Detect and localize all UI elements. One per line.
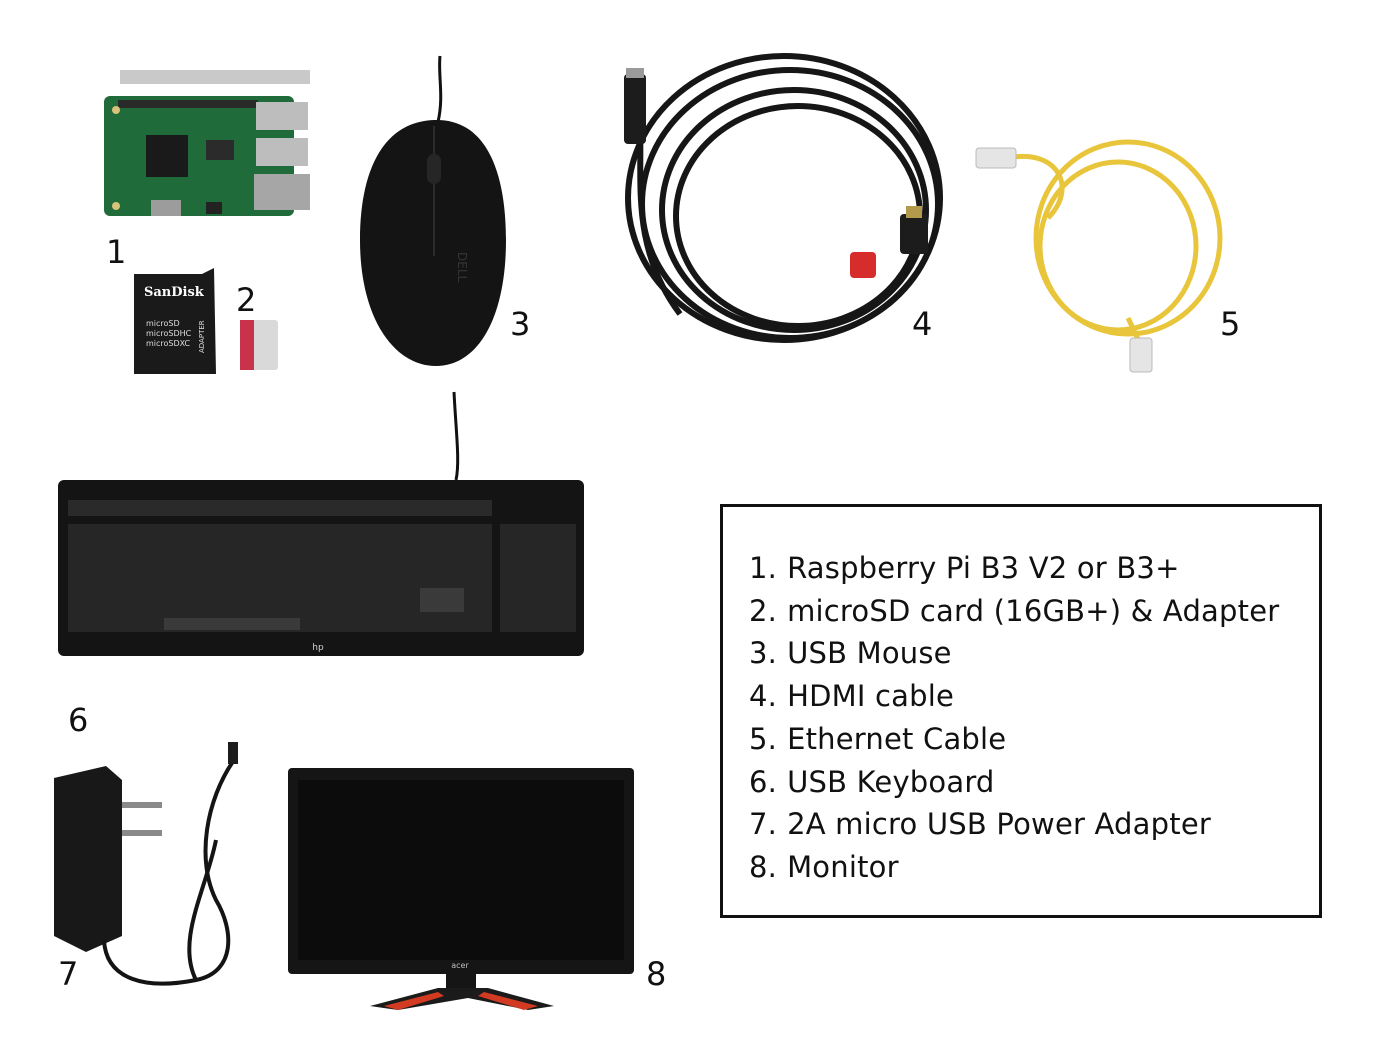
item-number-4: 4 [912, 305, 933, 343]
legend-item-monitor: 8.Monitor [749, 849, 899, 884]
legend-item-power-adapter: 7.2A micro USB Power Adapter [749, 807, 1211, 842]
sd-brand-text: SanDisk [144, 285, 205, 300]
legend-item-ethernet-cable: 5.Ethernet Cable [749, 721, 1007, 756]
usb-mouse-image: DELL [354, 55, 514, 370]
power-adapter-image [46, 740, 256, 990]
legend-item-usb-keyboard: 6.USB Keyboard [749, 764, 995, 799]
legend-list: 1.Raspberry Pi B3 V2 or B3+ 2.microSD ca… [723, 507, 1319, 889]
item-number-5: 5 [1220, 305, 1241, 343]
mouse-brand-text: DELL [455, 252, 469, 283]
hdmi-cable-image [600, 34, 960, 374]
item-number-6: 6 [68, 701, 89, 739]
item-number-3: 3 [510, 305, 531, 343]
item-number-7: 7 [58, 955, 79, 993]
svg-text:microSDHC: microSDHC [146, 329, 192, 338]
raspberry-pi-image [96, 40, 336, 230]
monitor-image: acer [288, 766, 636, 1016]
monitor-brand-text: acer [451, 961, 469, 970]
svg-text:microSD: microSD [146, 319, 180, 328]
item-number-2: 2 [236, 281, 257, 319]
item-number-1: 1 [106, 233, 127, 271]
svg-text:microSDXC: microSDXC [146, 339, 191, 348]
microsd-card-image: SanDisk microSD microSDHC microSDXC ADAP… [134, 268, 304, 378]
legend-item-microsd: 2.microSD card (16GB+) & Adapter [749, 593, 1280, 628]
keyboard-brand-text: hp [312, 643, 324, 653]
legend-item-hdmi-cable: 4.HDMI cable [749, 679, 955, 714]
usb-keyboard-image: hp [56, 391, 586, 664]
legend-box: 1.Raspberry Pi B3 V2 or B3+ 2.microSD ca… [720, 504, 1322, 918]
item-number-8: 8 [646, 955, 667, 993]
legend-item-raspberry-pi: 1.Raspberry Pi B3 V2 or B3+ [749, 551, 1180, 585]
svg-text:ADAPTER: ADAPTER [198, 320, 206, 353]
legend-item-usb-mouse: 3.USB Mouse [749, 636, 952, 671]
ethernet-cable-image [968, 128, 1238, 378]
